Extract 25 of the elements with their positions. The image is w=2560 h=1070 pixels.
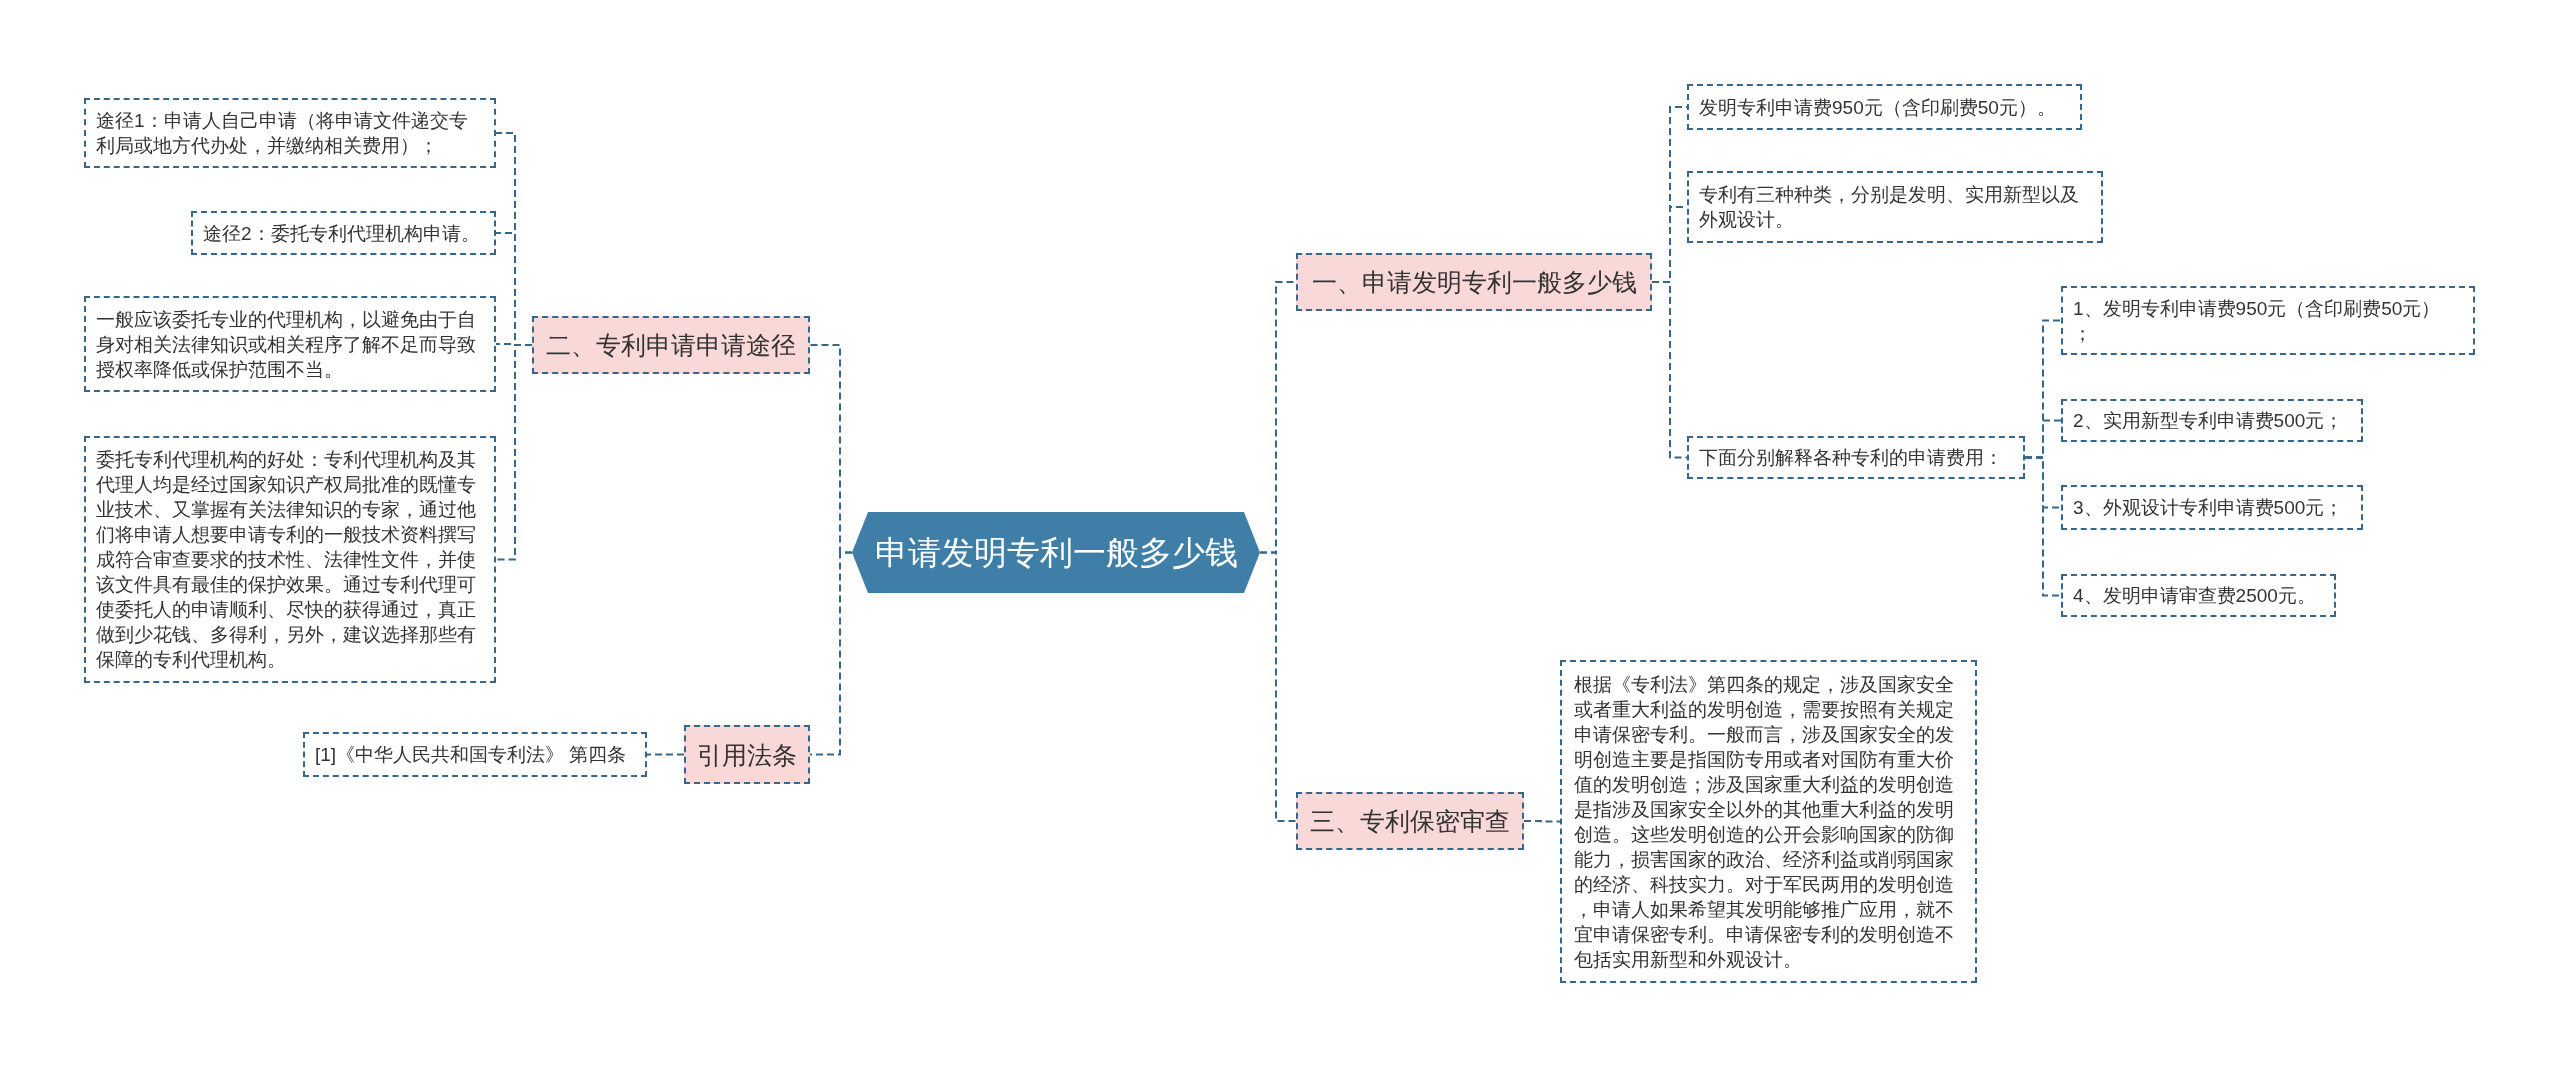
connector-line (2024, 319, 2062, 597)
note-box: 途径2：委托专利代理机构申请。 (191, 211, 496, 255)
connector-line (1259, 281, 1297, 822)
note-box: 1、发明专利申请费950元（含印刷费50元）； (2061, 286, 2475, 355)
central-topic: 申请发明专利一般多少钱 (852, 512, 1260, 593)
note-box: [1]《中华人民共和国专利法》 第四条 (303, 732, 647, 777)
note-box: 专利有三种种类，分别是发明、实用新型以及外观设计。 (1687, 171, 2103, 243)
note-box: 下面分别解释各种专利的申请费用： (1687, 436, 2025, 479)
note-box: 一般应该委托专业的代理机构，以避免由于自身对相关法律知识或相关程序了解不足而导致授权率降低或保护范围不当。 (84, 296, 496, 392)
topic-box: 一、申请发明专利一般多少钱 (1296, 253, 1652, 311)
topic-box: 二、专利申请申请途径 (532, 316, 810, 374)
note-box: 4、发明申请审查费2500元。 (2061, 574, 2336, 617)
topic-box: 三、专利保密审查 (1296, 792, 1524, 850)
note-box: 根据《专利法》第四条的规定，涉及国家安全或者重大利益的发明创造，需要按照有关规定申请保密专利。一般而言，涉及国家安全的发明创造主要是指国防专用或者对国防有重大价值的发明创造；涉及国家重大利益的发明创造是指涉及国家安全以外的其他重大利益的发明创造。这些发明创造的公开会影响国家的防御能力，损害国家的政治、经济利益或削弱国家的经济、科技实力。对于军民两用的发明创造，申请人如果希望其发明能够推广应用，就不宜申请保密专利。申请保密专利的发明创造不包括实用新型和外观设计。 (1560, 660, 1977, 983)
note-box: 2、实用新型专利申请费500元； (2061, 399, 2363, 442)
note-box: 3、外观设计专利申请费500元； (2061, 485, 2363, 530)
topic-box: 引用法条 (684, 725, 810, 784)
note-box: 发明专利申请费950元（含印刷费50元）。 (1687, 84, 2082, 130)
connector-line (1523, 820, 1561, 823)
connector-line (646, 753, 685, 756)
connector-line (809, 344, 853, 756)
connector-line (1651, 106, 1688, 459)
note-box: 途径1：申请人自己申请（将申请文件递交专利局或地方代办处，并缴纳相关费用）； (84, 98, 496, 168)
note-box: 委托专利代理机构的好处：专利代理机构及其代理人均是经过国家知识产权局批准的既懂专业技术、又掌握有关法律知识的专家，通过他们将申请人想要申请专利的一般技术资料撰写成符合审查要求的技术性、法律性文件，并使该文件具有最佳的保护效果。通过专利代理可使委托人的申请顺利、尽快的获得通过，真正做到少花钱、多得利，另外，建议选择那些有保障的专利代理机构。 (84, 436, 496, 683)
connector-line (495, 132, 533, 561)
